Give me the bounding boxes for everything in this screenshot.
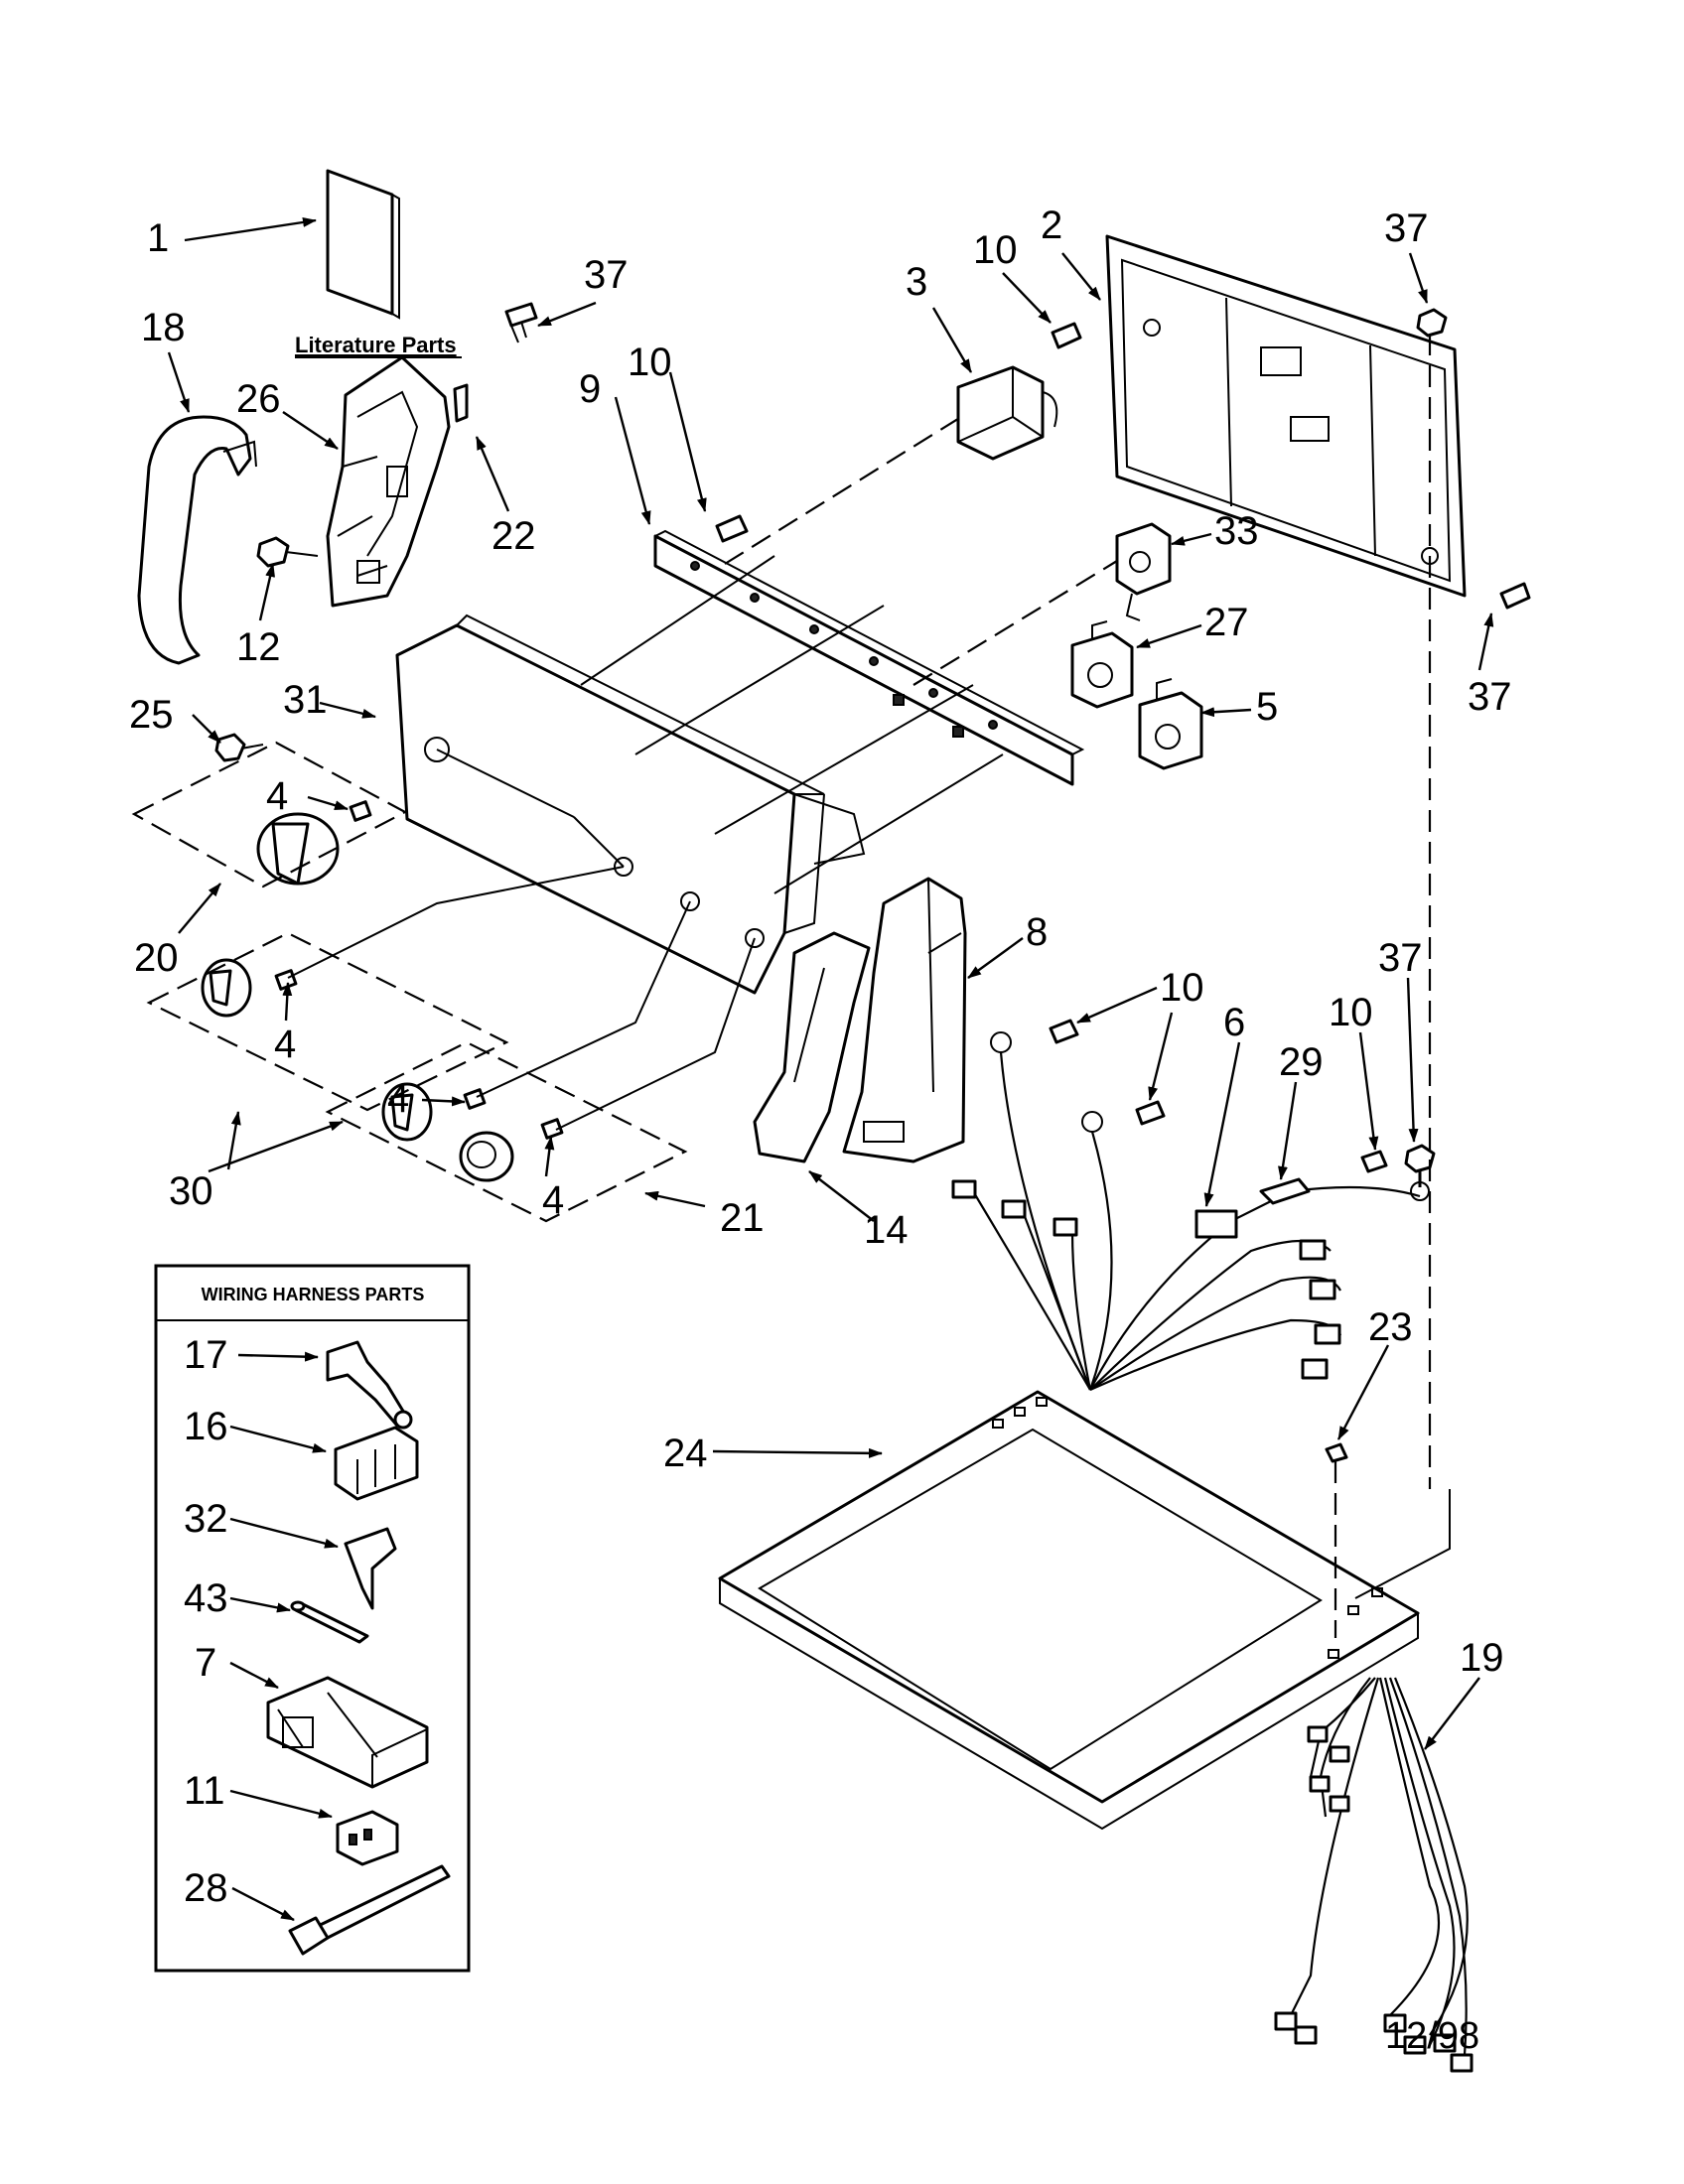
- callout-17: 17: [184, 1333, 228, 1377]
- callout-10-harness-a: 10: [1160, 966, 1204, 1010]
- wiring-harness: [951, 1031, 1430, 1392]
- callout-9: 9: [579, 367, 601, 411]
- callout-25: 25: [129, 693, 174, 737]
- literature-parts-label: Literature Parts: [295, 333, 457, 357]
- callout-12: 12: [236, 625, 281, 669]
- screw-25: [214, 733, 264, 762]
- screw-37-right: [1499, 582, 1531, 610]
- callout-8: 8: [1026, 910, 1048, 954]
- switch-27: [1070, 620, 1134, 709]
- harness-box-title: WIRING HARNESS PARTS: [202, 1285, 425, 1304]
- lower-wire-harness-19: [1274, 1677, 1474, 2073]
- terminal-strip-29: [1259, 1177, 1311, 1205]
- callout-33: 33: [1214, 509, 1259, 553]
- callout-6: 6: [1223, 1001, 1245, 1044]
- clip-23: [1325, 1442, 1348, 1638]
- callout-4b: 4: [274, 1023, 296, 1066]
- screw-10-switch: [1051, 322, 1082, 349]
- spring-4a: [349, 800, 372, 822]
- clip-32: [344, 1527, 397, 1610]
- selector-switch-3: [956, 365, 1058, 461]
- callout-29: 29: [1279, 1040, 1324, 1084]
- console-end-bracket-right: [842, 877, 967, 1163]
- screw-10-harness-c: [1360, 1150, 1388, 1173]
- terminal-block-6: [1194, 1209, 1238, 1239]
- callout-20: 20: [134, 936, 179, 980]
- callout-24: 24: [663, 1432, 708, 1475]
- knob-20: [256, 812, 340, 886]
- callout-5: 5: [1256, 685, 1278, 729]
- callout-31: 31: [283, 678, 328, 722]
- callout-4a: 4: [266, 774, 288, 818]
- leader-lines: [167, 217, 1494, 1922]
- plug-11: [336, 1810, 399, 1866]
- group-outline-21: [325, 1040, 688, 1223]
- end-cap-right: [753, 931, 871, 1163]
- screw-10-harness-a: [1049, 1019, 1079, 1044]
- callout-16: 16: [184, 1405, 228, 1448]
- callout-37-lower-right: 37: [1378, 936, 1423, 980]
- dash-33-to-rail: [912, 560, 1118, 686]
- spring-4b: [274, 969, 298, 991]
- callout-30: 30: [169, 1169, 213, 1213]
- switch-33: [1115, 522, 1172, 621]
- terminal-17: [326, 1340, 413, 1430]
- callout-7: 7: [195, 1641, 216, 1685]
- group-outline-20: [131, 741, 408, 888]
- callout-37-right: 37: [1468, 675, 1512, 719]
- literature-booklet: [326, 169, 400, 320]
- callout-19: 19: [1460, 1636, 1504, 1680]
- callout-10-switch: 10: [973, 228, 1018, 272]
- callout-4d: 4: [542, 1178, 564, 1222]
- wiring-harness-parts-box: WIRING HARNESS PARTS: [154, 1264, 471, 1973]
- callout-14: 14: [864, 1208, 909, 1252]
- control-console-31: [395, 614, 866, 995]
- callout-37-top-left: 37: [584, 253, 629, 297]
- callout-11: 11: [184, 1769, 225, 1813]
- connector-16: [334, 1426, 419, 1501]
- callout-26: 26: [236, 377, 281, 421]
- callout-21: 21: [720, 1196, 765, 1240]
- callout-37-top-right: 37: [1384, 206, 1429, 250]
- callout-32: 32: [184, 1497, 228, 1541]
- clip-22: [453, 383, 469, 423]
- callout-18: 18: [141, 306, 186, 349]
- callout-28: 28: [184, 1866, 228, 1910]
- group-outline-30: [146, 931, 509, 1112]
- knob-30-right: [381, 1082, 433, 1142]
- screw-10-harness-b: [1135, 1100, 1166, 1126]
- spring-4c: [463, 1088, 487, 1110]
- cabinet-top-24: [718, 1390, 1420, 1831]
- screw-10-rail: [715, 514, 749, 543]
- callout-1: 1: [147, 216, 169, 260]
- callout-43: 43: [184, 1576, 228, 1620]
- callout-10-harness-b: 10: [1329, 991, 1373, 1034]
- spring-4d: [540, 1118, 564, 1140]
- callout-numbers: 1 18 26 37 22 12 25 31 4 20 4 30 4 4 21 …: [129, 204, 1512, 1910]
- cable-tie-28: [288, 1864, 451, 1956]
- screw-12: [256, 536, 319, 568]
- console-end-bracket-left: [326, 355, 451, 608]
- callout-2: 2: [1041, 204, 1062, 247]
- knob-21: [459, 1131, 514, 1182]
- callout-10-rail: 10: [628, 341, 672, 384]
- connector-7: [266, 1676, 429, 1789]
- knob-30-left: [201, 958, 252, 1018]
- screw-37-top-right: [1416, 308, 1448, 338]
- callout-27: 27: [1204, 601, 1249, 644]
- switch-5: [1138, 678, 1203, 770]
- callout-23: 23: [1368, 1305, 1413, 1349]
- dash-switch-to-rail: [724, 416, 962, 565]
- date-code: 12/98: [1385, 2015, 1479, 2057]
- callout-3: 3: [906, 260, 927, 304]
- control-panel-rail: [653, 529, 1085, 786]
- sleeve-43: [290, 1600, 369, 1644]
- screw-37-top-left: [504, 302, 538, 343]
- end-cap-handle-left: [137, 415, 257, 665]
- callout-22: 22: [491, 514, 536, 558]
- rear-console-panel: [1105, 234, 1467, 598]
- callout-4c: 4: [387, 1077, 409, 1121]
